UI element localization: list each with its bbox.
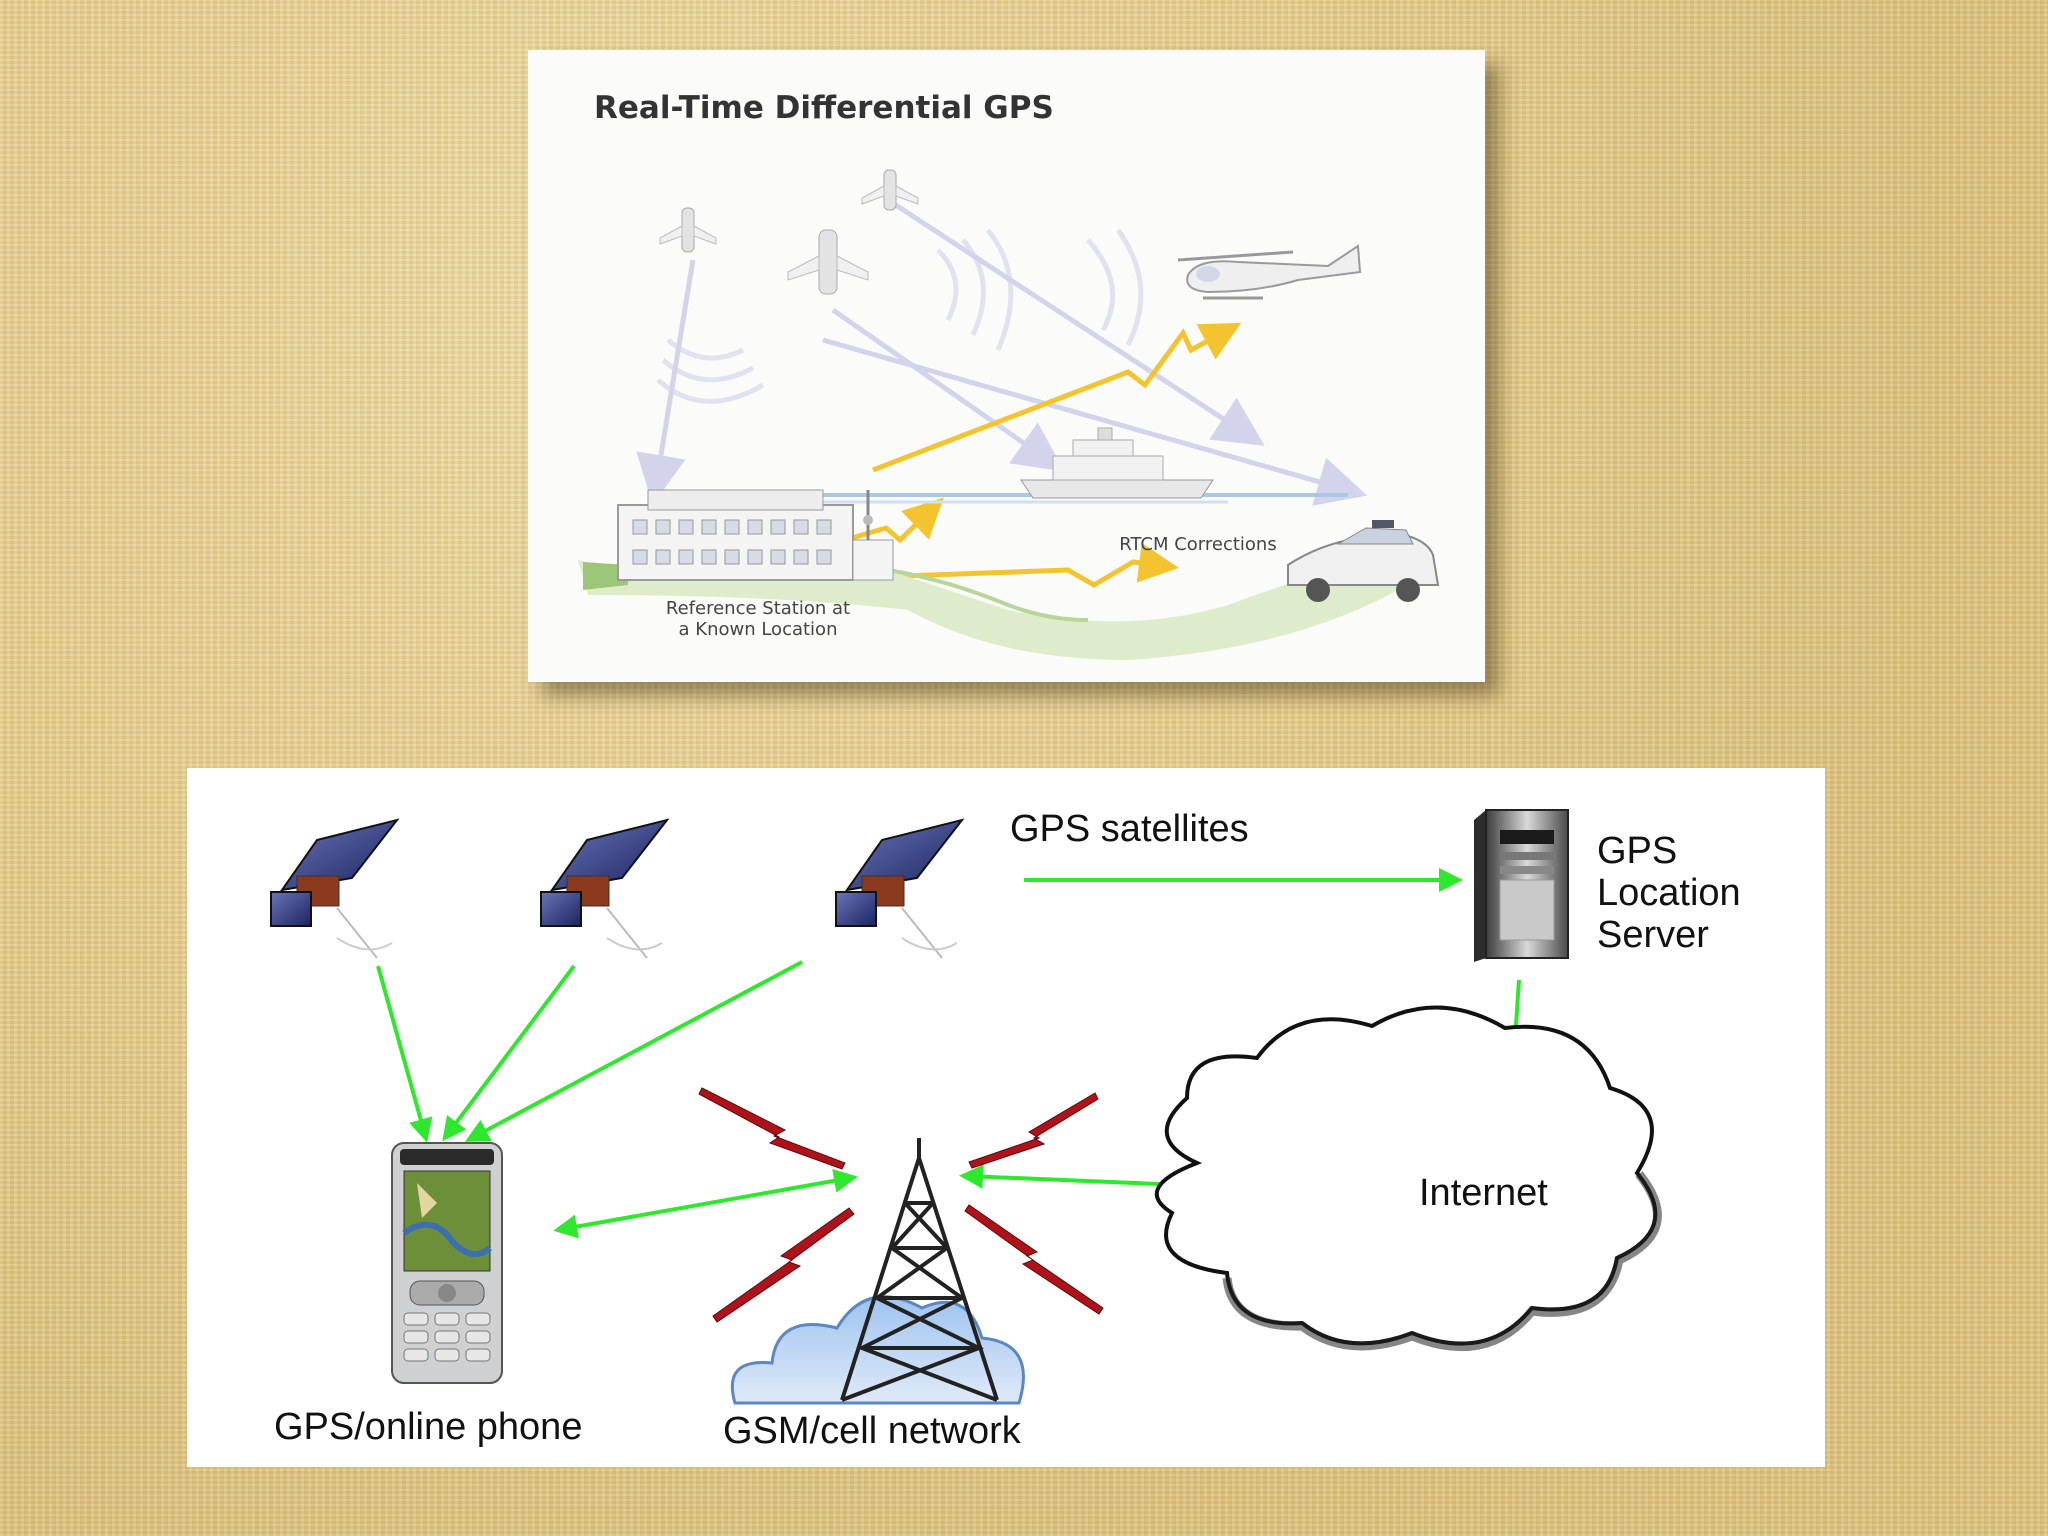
location-server-icon (1474, 809, 1569, 962)
dgps-diagram-panel: Real-Time Differential GPS RTCM Correcti… (528, 50, 1485, 682)
reference-station-label-line1: Reference Station at (665, 598, 851, 619)
satellite-icon (861, 169, 919, 211)
gps-network-panel: GPS satellites GPS Location Server Inter… (187, 768, 1825, 1467)
gps-satellite-icon (835, 818, 965, 959)
satellite-icon (787, 229, 869, 295)
diagram-title: Real-Time Differential GPS (594, 90, 1054, 126)
internet-label: Internet (1419, 1172, 1548, 1214)
signal-waves (656, 228, 1144, 404)
ground-terrain (578, 560, 1398, 660)
server-label-line2: Location (1597, 872, 1741, 914)
rtcm-corrections-label: RTCM Corrections (1119, 534, 1277, 555)
rtcm-correction-arrows (827, 322, 1242, 588)
server-label-line1: GPS (1597, 830, 1678, 872)
mobile-phone-icon (391, 1142, 503, 1384)
dgps-diagram-graphic (578, 169, 1440, 660)
satellite-icon (659, 207, 717, 253)
gps-location-server-label: GPS Location Server (1597, 830, 1741, 956)
gps-satellites-label: GPS satellites (1010, 808, 1249, 850)
satellite-signal-arrows (636, 197, 1368, 506)
ground-flag (583, 562, 628, 590)
cell-tower-icon (840, 1138, 999, 1402)
radio-signal-bolts (698, 1087, 1104, 1323)
reference-station-building (617, 489, 894, 581)
phone-label: GPS/online phone (274, 1406, 583, 1448)
reference-station-label-line2: a Known Location (678, 619, 838, 640)
server-label-line3: Server (1597, 914, 1709, 956)
reference-station-label: Reference Station at a Known Location (623, 598, 893, 640)
gps-satellite-icon (540, 818, 670, 959)
gps-network-graphic (270, 809, 1662, 1405)
police-car-icon (1287, 520, 1440, 602)
helicopter-icon (1177, 244, 1362, 300)
data-flow-arrows (376, 868, 1523, 1239)
gps-satellite-icon (270, 818, 400, 959)
gsm-network-label: GSM/cell network (723, 1410, 1021, 1452)
ship-icon (1020, 427, 1214, 499)
